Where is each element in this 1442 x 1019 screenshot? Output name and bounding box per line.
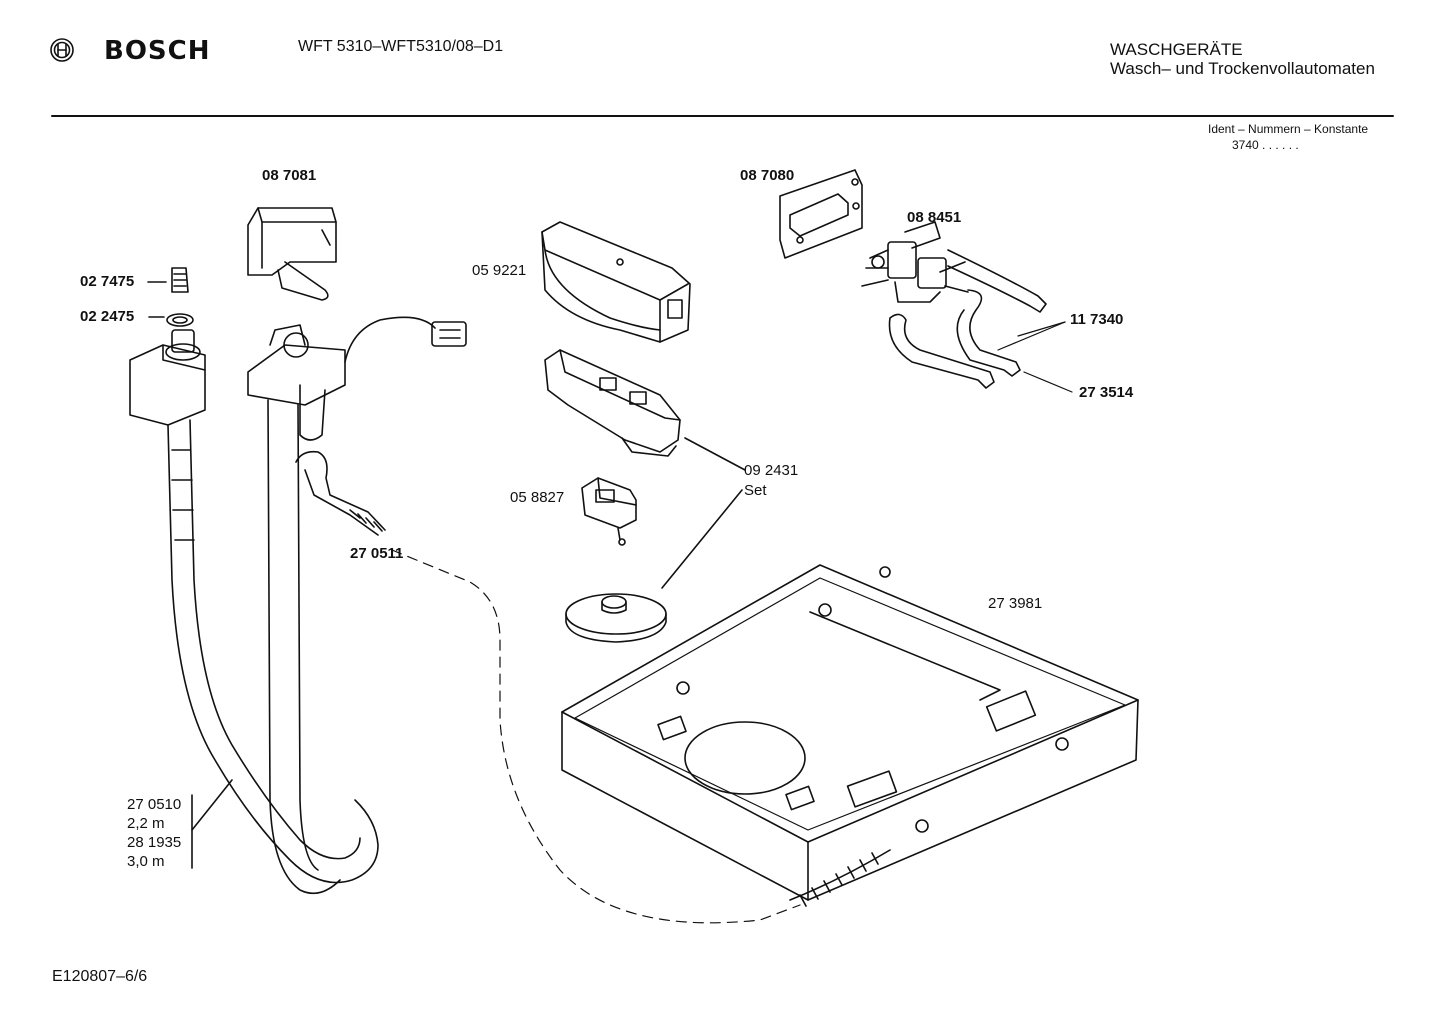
category-title: WASCHGERÄTE <box>1110 40 1243 59</box>
drawing-code: E120807–6/6 <box>52 968 148 985</box>
part-087080-plate <box>779 169 863 259</box>
part-087081-clip <box>247 207 337 301</box>
part-088451-valve <box>861 221 969 303</box>
label-hose-270510-length: 2,2 m <box>127 815 165 832</box>
ident-label: Ident – Nummern – Konstante <box>1208 122 1369 136</box>
label-273514: 27 3514 <box>1079 384 1134 401</box>
model-number: WFT 5310–WFT5310/08–D1 <box>298 38 504 55</box>
part-092431-disc <box>565 489 743 643</box>
label-059221: 05 9221 <box>472 262 527 279</box>
label-092431: 09 2431 <box>744 462 799 479</box>
label-hose-281935-length: 3,0 m <box>127 853 165 870</box>
label-058827: 05 8827 <box>510 489 565 506</box>
label-092431-set: Set <box>744 482 767 499</box>
brand-name: BOSCH <box>104 36 211 66</box>
inlet-hose-right <box>247 316 467 895</box>
ident-value: 3740 . . . . . . <box>1232 138 1299 152</box>
label-117340: 11 7340 <box>1070 311 1124 328</box>
label-270511: 27 0511 <box>350 545 404 562</box>
drain-dashed-line <box>391 549 801 924</box>
bosch-logo-icon <box>50 38 74 62</box>
label-087080: 08 7080 <box>740 167 795 184</box>
label-hose-281935: 28 1935 <box>127 834 182 851</box>
part-022475-washer <box>148 313 194 327</box>
part-270511-elbow <box>295 450 386 536</box>
part-092431-holder <box>544 349 746 471</box>
part-273981-baseplate <box>561 564 1139 907</box>
label-022475: 02 2475 <box>80 308 135 325</box>
part-058827-connector <box>581 477 637 546</box>
category-subtitle: Wasch– und Trockenvollautomaten <box>1110 59 1375 78</box>
label-hose-270510: 27 0510 <box>127 796 182 813</box>
label-273981: 27 3981 <box>988 595 1043 612</box>
part-059221-cover <box>541 221 691 343</box>
part-027475-filter <box>147 267 189 293</box>
inlet-hose-left <box>129 329 379 884</box>
label-088451: 08 8451 <box>907 209 962 226</box>
hose-length-bracket <box>191 779 233 869</box>
part-117340-hose <box>888 249 1073 393</box>
label-087081: 08 7081 <box>262 167 317 184</box>
label-027475: 02 7475 <box>80 273 135 290</box>
